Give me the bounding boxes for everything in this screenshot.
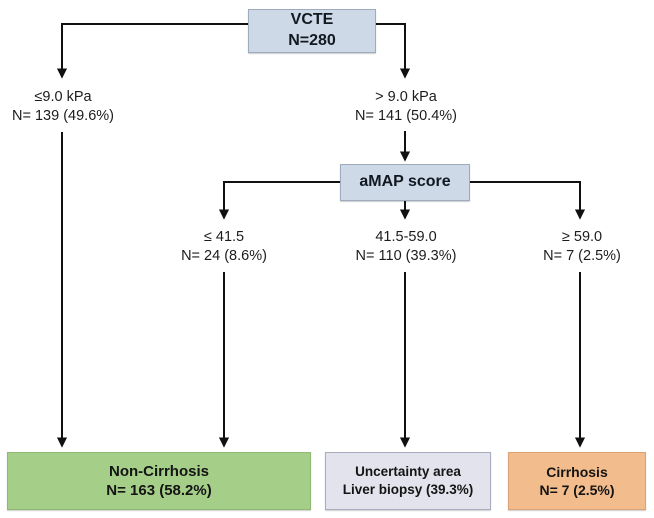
edge-label-vcte-low: ≤9.0 kPa N= 139 (49.6%) (0, 88, 126, 127)
edge-label-vcte-low-criterion: ≤9.0 kPa (34, 89, 92, 105)
edge-label-vcte-low-count: N= 139 (49.6%) (12, 108, 114, 125)
node-non-cirrhosis-title: Non-Cirrhosis (108, 462, 209, 480)
edge-amap-to-low (218, 181, 340, 220)
edge-label-amap-low-criterion: ≤ 41.5 (203, 229, 245, 245)
edge-vcte-to-low (56, 23, 248, 79)
node-uncertainty-title: Uncertainty area (355, 464, 461, 480)
edge-vcte-to-high (376, 23, 411, 79)
node-non-cirrhosis[interactable]: Non-Cirrhosis N= 163 (58.2%) (7, 452, 311, 510)
edge-label-vcte-high: > 9.0 kPa N= 141 (50.4%) (337, 88, 475, 127)
node-amap-score[interactable]: aMAP score (340, 164, 470, 201)
edge-label-amap-low: ≤ 41.5 N= 24 (8.6%) (160, 228, 288, 267)
edge-label-vcte-high-criterion: > 9.0 kPa (375, 89, 437, 105)
edge-label-amap-mid-count: N= 110 (39.3%) (355, 248, 457, 265)
node-cirrhosis[interactable]: Cirrhosis N= 7 (2.5%) (508, 452, 646, 510)
edge-amap-to-high (470, 181, 586, 220)
edge-label-amap-low-count: N= 24 (8.6%) (181, 248, 267, 265)
node-cirrhosis-count: N= 7 (2.5%) (539, 482, 615, 498)
node-vcte-count: N=280 (288, 32, 336, 49)
node-non-cirrhosis-count: N= 163 (58.2%) (106, 482, 212, 499)
edge-label-amap-high: ≥ 59.0 N= 7 (2.5%) (523, 228, 641, 267)
edge-label-amap-mid-criterion: 41.5-59.0 (375, 229, 437, 245)
edge-label-amap-high-count: N= 7 (2.5%) (543, 248, 621, 265)
node-uncertainty-detail: Liver biopsy (39.3%) (342, 482, 474, 497)
node-cirrhosis-title: Cirrhosis (546, 463, 608, 480)
node-vcte[interactable]: VCTE N=280 (248, 9, 376, 53)
node-amap-title: aMAP score (359, 173, 451, 191)
edge-label-vcte-high-count: N= 141 (50.4%) (355, 108, 457, 125)
node-uncertainty-area[interactable]: Uncertainty area Liver biopsy (39.3%) (325, 452, 491, 510)
edge-label-amap-mid: 41.5-59.0 N= 110 (39.3%) (333, 228, 479, 267)
edge-label-amap-high-criterion: ≥ 59.0 (561, 229, 603, 245)
node-vcte-title: VCTE (290, 11, 334, 29)
